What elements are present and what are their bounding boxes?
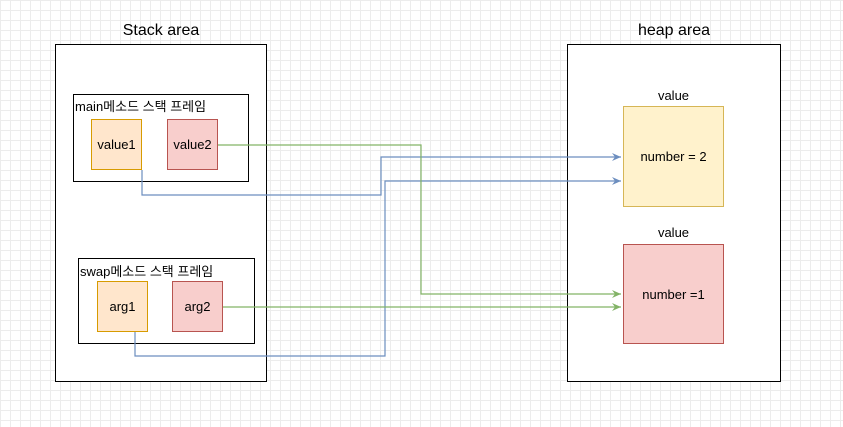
stack-area-title: Stack area xyxy=(122,22,200,39)
value1-variable: value1 xyxy=(91,119,142,170)
arg2-variable: arg2 xyxy=(172,281,223,332)
heap-object-2-label: value xyxy=(657,225,690,240)
value1-to-number2-arrow xyxy=(141,153,621,196)
arg1-variable: arg1 xyxy=(97,281,148,332)
heap-area-title: heap area xyxy=(637,22,711,39)
value2-variable: value2 xyxy=(167,119,218,170)
value2-to-number1-arrow xyxy=(218,144,621,298)
arg1-to-number2-arrow xyxy=(134,177,621,357)
swap-frame-label: swap메소드 스택 프레임 xyxy=(80,264,214,279)
heap-object-number-2: number = 2 xyxy=(623,106,724,207)
heap-object-number-1: number =1 xyxy=(623,244,724,344)
main-frame-label: main메소드 스택 프레임 xyxy=(75,99,207,114)
heap-object-1-label: value xyxy=(657,88,690,103)
